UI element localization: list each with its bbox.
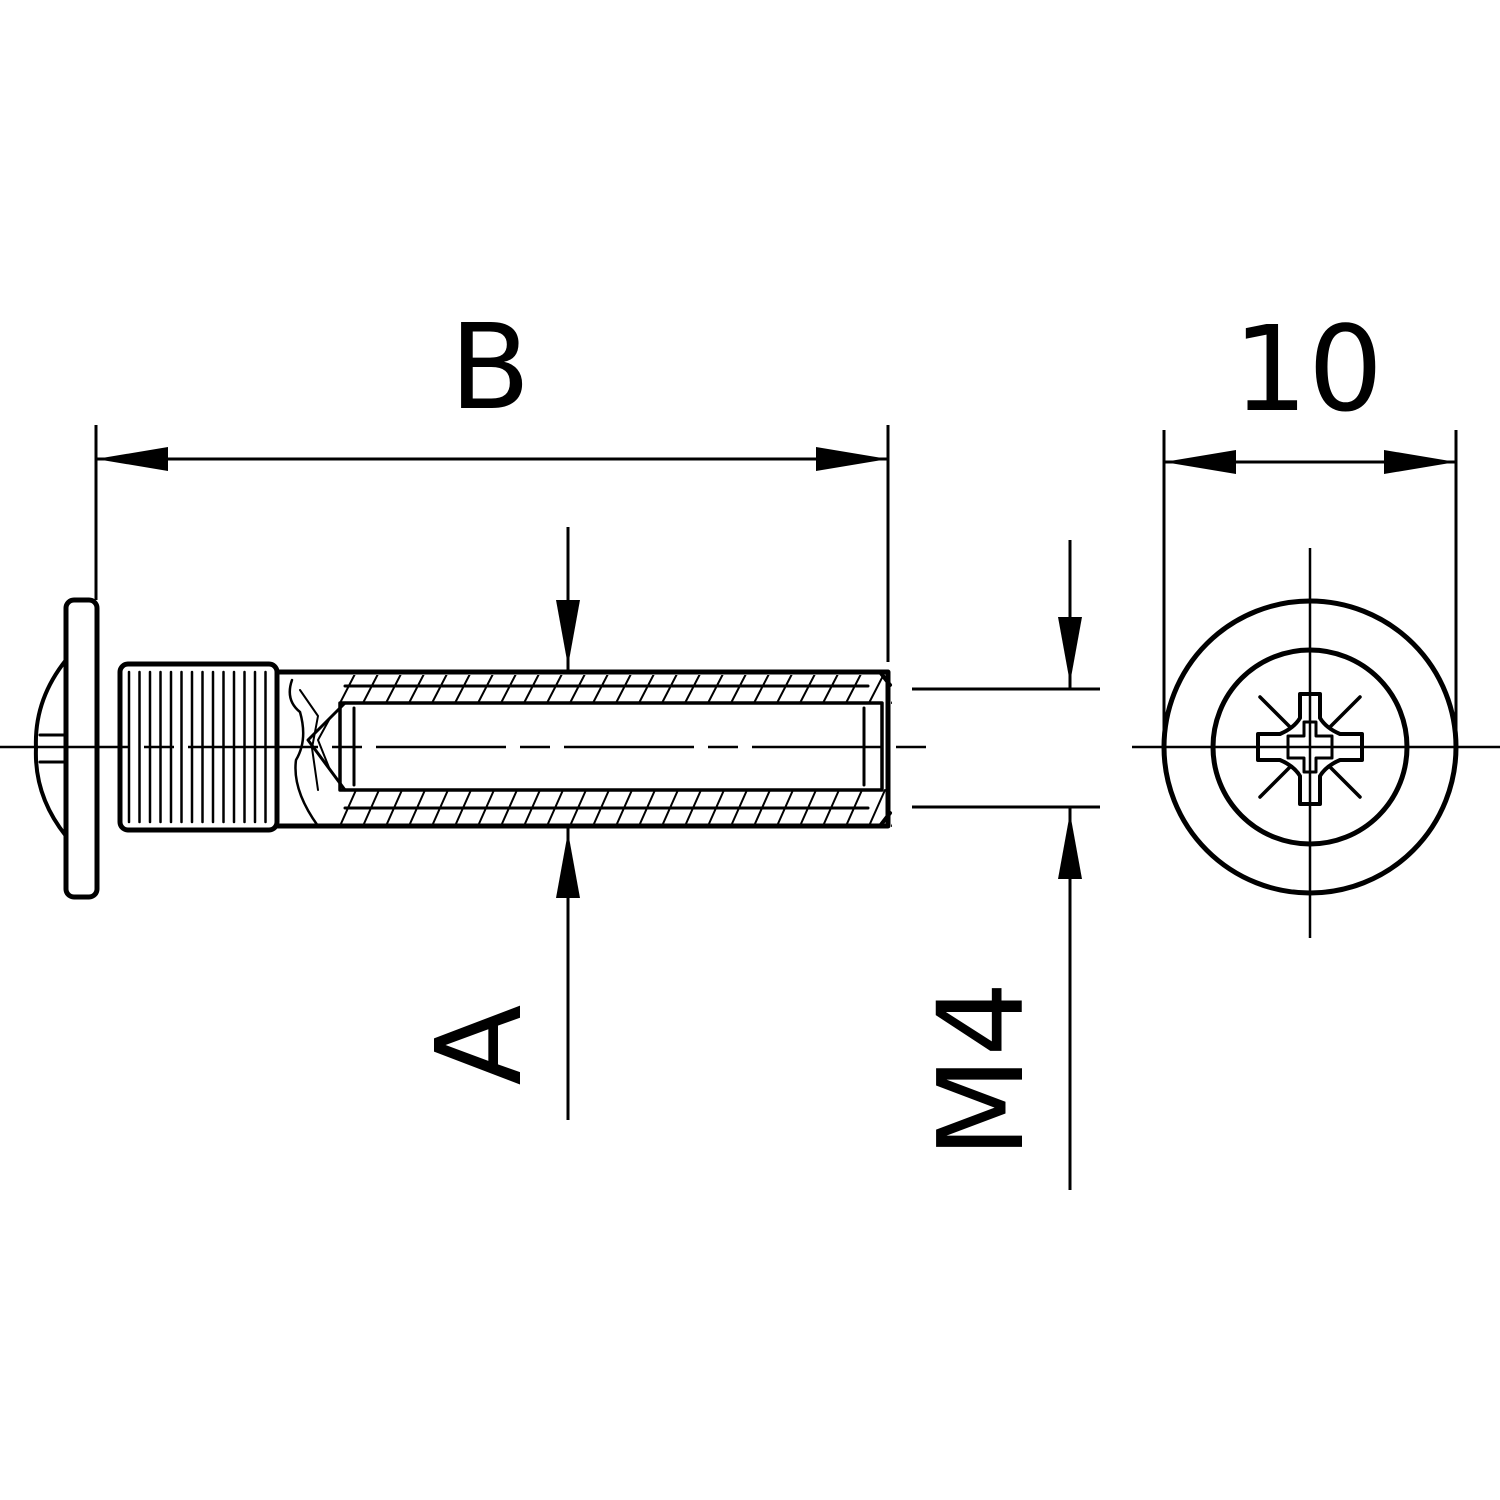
dimension-b	[94, 425, 890, 662]
thread-stroke	[776, 675, 793, 704]
thread-stroke	[362, 789, 380, 827]
thread-stroke	[638, 675, 655, 704]
head-flange	[63, 597, 100, 900]
thread-stroke	[845, 789, 863, 827]
dimension-m4	[912, 540, 1100, 1190]
recess-cross-inner	[1286, 720, 1334, 774]
thread-stroke	[822, 675, 839, 704]
thread-stroke	[753, 675, 770, 704]
thread-stroke	[477, 789, 495, 827]
thread-stroke	[546, 675, 563, 704]
thread-stroke	[845, 675, 862, 704]
thread-stroke	[799, 789, 817, 827]
thread-hatching	[340, 675, 892, 827]
thread-stroke	[340, 789, 357, 827]
recess-marker	[1258, 765, 1292, 799]
thread-stroke	[891, 823, 892, 827]
thread-stroke	[408, 789, 426, 827]
thread-stroke	[500, 675, 517, 704]
thread-stroke	[868, 675, 885, 704]
thread-stroke	[385, 789, 403, 827]
dim-10-label: 10	[1233, 300, 1383, 438]
thread-stroke	[592, 675, 609, 704]
thread-stroke	[638, 789, 656, 827]
thread-stroke	[362, 675, 379, 704]
thread-stroke	[431, 789, 449, 827]
thread-stroke	[684, 675, 701, 704]
dim-10-arrow-right	[1384, 450, 1456, 474]
recess-marker	[1328, 765, 1362, 799]
drill-point	[306, 701, 347, 792]
thread-stroke	[753, 789, 771, 827]
thread-stroke	[523, 789, 541, 827]
thread-stroke	[454, 789, 472, 827]
thread-stroke	[569, 789, 587, 827]
dim-m4-label: M4	[912, 982, 1050, 1159]
thread-stroke	[799, 675, 816, 704]
thread-stroke	[684, 789, 702, 827]
pozidriv-recess	[1256, 692, 1364, 806]
thread-stroke	[776, 789, 794, 827]
thread-stroke	[891, 700, 892, 704]
thread-stroke	[661, 675, 678, 704]
dim-b-arrow-left	[96, 447, 168, 471]
transition-break	[288, 678, 320, 828]
thread-stroke	[822, 789, 840, 827]
recess-marker	[1258, 695, 1292, 729]
shank-chamfer-bottom	[878, 811, 892, 828]
thread-stroke	[546, 789, 564, 827]
dim-b-arrow-right	[816, 447, 888, 471]
shank-chamfer-top	[878, 670, 892, 687]
dimension-a	[556, 527, 580, 1120]
thread-stroke	[730, 675, 747, 704]
dim-b-label: B	[450, 298, 531, 436]
thread-stroke	[661, 789, 679, 827]
thread-stroke	[431, 675, 448, 704]
thread-stroke	[868, 789, 886, 827]
recess-marker	[1328, 695, 1362, 729]
recess-cross	[1256, 692, 1364, 806]
shank-outline	[274, 669, 891, 829]
thread-stroke	[340, 675, 356, 704]
screw-side-view	[33, 597, 892, 900]
thread-stroke	[385, 675, 402, 704]
thread-stroke	[615, 675, 632, 704]
thread-stroke	[569, 675, 586, 704]
dim-10-arrow-left	[1164, 450, 1236, 474]
thread-stroke	[454, 675, 471, 704]
thread-stroke	[707, 789, 725, 827]
thread-stroke	[408, 675, 425, 704]
thread-stroke	[707, 675, 724, 704]
dim-m4-arrow-bottom	[1058, 813, 1082, 879]
thread-stroke	[730, 789, 748, 827]
dim-a-arrow-bottom	[556, 832, 580, 898]
thread-stroke	[615, 789, 633, 827]
dim-a-arrow-top	[556, 600, 580, 666]
dimension-10	[1162, 430, 1458, 747]
dim-a-label: A	[410, 1005, 548, 1086]
drill-point-inner	[317, 717, 331, 771]
thread-stroke	[592, 789, 610, 827]
thread-stroke	[523, 675, 540, 704]
internal-bore	[338, 701, 884, 792]
thread-stroke	[477, 675, 494, 704]
thread-stroke	[500, 789, 518, 827]
dim-m4-arrow-top	[1058, 617, 1082, 683]
